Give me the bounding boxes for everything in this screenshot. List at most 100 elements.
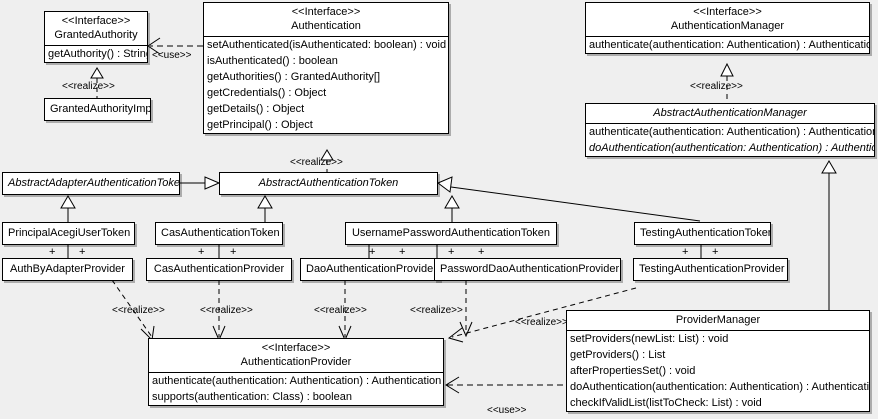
class-header-granted-authority: <<Interface>> GrantedAuthority [45,12,147,45]
connector-label-realize-password-dao-authentication-provider: <<realize>> [410,305,463,316]
class-name-granted-authority-impl: GrantedAuthorityImpl [50,103,151,115]
class-box-authentication-provider[interactable]: <<Interface>> AuthenticationProvider aut… [148,338,444,406]
class-name-authentication: Authentication [291,20,361,32]
class-name-provider-manager: ProviderManager [675,314,761,326]
compartment-divider [586,36,869,37]
compartment-divider [567,330,869,331]
method-row: doAuthentication(authentication: Authent… [570,381,870,393]
class-name-dao-authentication-provider: DaoAuthenticationProvider [306,263,437,275]
class-box-testing-authentication-provider[interactable]: TestingAuthenticationProvider [633,258,788,281]
class-header-abstract-authentication-manager: AbstractAuthenticationManager [586,104,874,123]
method-compartment-authentication-manager: authenticate(authentication: Authenticat… [586,37,869,53]
method-row: authenticate(authentication: Authenticat… [589,39,870,51]
method-row: getCredentials() : Object [207,87,327,99]
class-box-username-password-authentication-token[interactable]: UsernamePasswordAuthenticationToken [345,222,557,245]
association-marker: + [198,246,205,258]
connector-label-realize-auth-by-adapter-provider: <<realize>> [112,305,165,316]
method-row: setAuthenticated(isAuthenticated: boolea… [207,39,447,51]
class-header-testing-authentication-provider: TestingAuthenticationProvider [634,259,787,280]
class-name-abstract-authentication-manager: AbstractAuthenticationManager [653,107,807,119]
class-name-abstract-adapter-authentication-token: AbstractAdapterAuthenticationToken [8,177,180,189]
class-header-username-password-authentication-token: UsernamePasswordAuthenticationToken [346,223,556,244]
class-name-testing-authentication-token: TestingAuthenticationToken [640,227,771,239]
class-name-granted-authority: GrantedAuthority [54,29,138,41]
connector-label-use-granted-authority: <<use>> [152,50,192,61]
class-name-authentication-manager: AuthenticationManager [670,20,785,32]
association-marker: + [399,246,406,258]
stereotype-interface: <<Interface>> [261,342,331,354]
association-marker: + [79,246,86,258]
method-row: setProviders(newList: List) : void [570,333,729,345]
class-name-username-password-authentication-token: UsernamePasswordAuthenticationToken [351,227,551,239]
method-row: getDetails() : Object [207,103,305,115]
association-marker: + [682,246,689,258]
class-box-password-dao-authentication-provider[interactable]: PasswordDaoAuthenticationProvider [434,258,621,281]
compartment-divider [45,45,147,46]
class-box-authentication[interactable]: <<Interface>> Authentication setAuthenti… [203,2,449,134]
method-compartment-abstract-authentication-manager: authenticate(authentication: Authenticat… [586,124,874,156]
connector-label-realize-abstract-authentication-token: <<realize>> [290,157,343,168]
compartment-divider [586,123,874,124]
class-box-dao-authentication-provider[interactable]: DaoAuthenticationProvider [300,258,440,281]
connector-label-realize-cas-authentication-provider: <<realize>> [200,305,253,316]
class-header-cas-authentication-provider: CasAuthenticationProvider [147,259,291,280]
class-header-abstract-adapter-authentication-token: AbstractAdapterAuthenticationToken [3,173,179,194]
class-box-testing-authentication-token[interactable]: TestingAuthenticationToken [634,222,771,245]
class-box-cas-authentication-provider[interactable]: CasAuthenticationProvider [146,258,292,281]
method-row: getAuthorities() : GrantedAuthority[] [207,71,381,83]
class-box-abstract-authentication-token[interactable]: AbstractAuthenticationToken [219,172,438,195]
method-row: authenticate(authentication: Authenticat… [589,126,875,138]
class-box-granted-authority[interactable]: <<Interface>> GrantedAuthority getAuthor… [44,11,148,63]
method-row: authenticate(authentication: Authenticat… [152,375,442,387]
class-box-cas-authentication-token[interactable]: CasAuthenticationToken [155,222,283,245]
stereotype-interface: <<Interface>> [693,6,762,18]
stereotype-interface: <<Interface>> [61,15,131,27]
method-compartment-granted-authority: getAuthority() : String [45,46,147,62]
connector-label-realize-testing-authentication-provider: <<realize>> [515,317,568,328]
class-header-cas-authentication-token: CasAuthenticationToken [156,223,282,244]
class-header-authentication: <<Interface>> Authentication [204,3,448,36]
association-marker: + [369,246,376,258]
connector-label-realize-granted-authority-impl: <<realize>> [62,81,115,92]
class-header-testing-authentication-token: TestingAuthenticationToken [635,223,770,244]
class-box-provider-manager[interactable]: ProviderManager setProviders(newList: Li… [566,310,870,412]
method-row: isAuthenticated() : boolean [207,55,338,67]
class-header-auth-by-adapter-provider: AuthByAdapterProvider [3,259,132,280]
class-box-authentication-manager[interactable]: <<Interface>> AuthenticationManager auth… [585,2,870,54]
method-row: getAuthority() : String [48,48,148,60]
class-box-granted-authority-impl[interactable]: GrantedAuthorityImpl [44,98,151,121]
class-box-abstract-adapter-authentication-token[interactable]: AbstractAdapterAuthenticationToken [2,172,180,195]
class-name-auth-by-adapter-provider: AuthByAdapterProvider [10,263,125,275]
method-row: afterPropertiesSet() : void [570,365,696,377]
class-header-dao-authentication-provider: DaoAuthenticationProvider [301,259,439,280]
compartment-divider [204,36,448,37]
method-compartment-authentication: setAuthenticated(isAuthenticated: boolea… [204,37,448,133]
method-row: getPrincipal() : Object [207,119,313,131]
compartment-divider [149,372,443,373]
class-box-auth-by-adapter-provider[interactable]: AuthByAdapterProvider [2,258,133,281]
class-header-provider-manager: ProviderManager [567,311,869,330]
class-name-authentication-provider: AuthenticationProvider [240,356,352,368]
method-row: checkIfValidList(listToCheck: List) : vo… [570,397,762,409]
association-marker: + [712,246,719,258]
association-marker: + [478,246,485,258]
class-header-authentication-manager: <<Interface>> AuthenticationManager [586,3,869,36]
class-name-password-dao-authentication-provider: PasswordDaoAuthenticationProvider [440,263,620,275]
association-marker: + [448,246,455,258]
method-row: getProviders() : List [570,349,666,361]
method-row: supports(authentication: Class) : boolea… [152,391,352,403]
class-header-granted-authority-impl: GrantedAuthorityImpl [45,99,150,120]
class-header-password-dao-authentication-provider: PasswordDaoAuthenticationProvider [435,259,620,280]
class-box-principal-acegi-user-token[interactable]: PrincipalAcegiUserToken [2,222,135,245]
class-name-cas-authentication-token: CasAuthenticationToken [161,227,280,239]
class-box-abstract-authentication-manager[interactable]: AbstractAuthenticationManager authentica… [585,103,875,157]
connector-label-realize-dao-authentication-provider: <<realize>> [314,305,367,316]
association-marker: + [49,246,56,258]
class-header-principal-acegi-user-token: PrincipalAcegiUserToken [3,223,134,244]
method-compartment-provider-manager: setProviders(newList: List) : void getPr… [567,331,869,411]
class-header-authentication-provider: <<Interface>> AuthenticationProvider [149,339,443,372]
class-name-principal-acegi-user-token: PrincipalAcegiUserToken [8,227,131,239]
connector-label-realize-abstract-authentication-manager: <<realize>> [690,81,743,92]
association-marker: + [230,246,237,258]
